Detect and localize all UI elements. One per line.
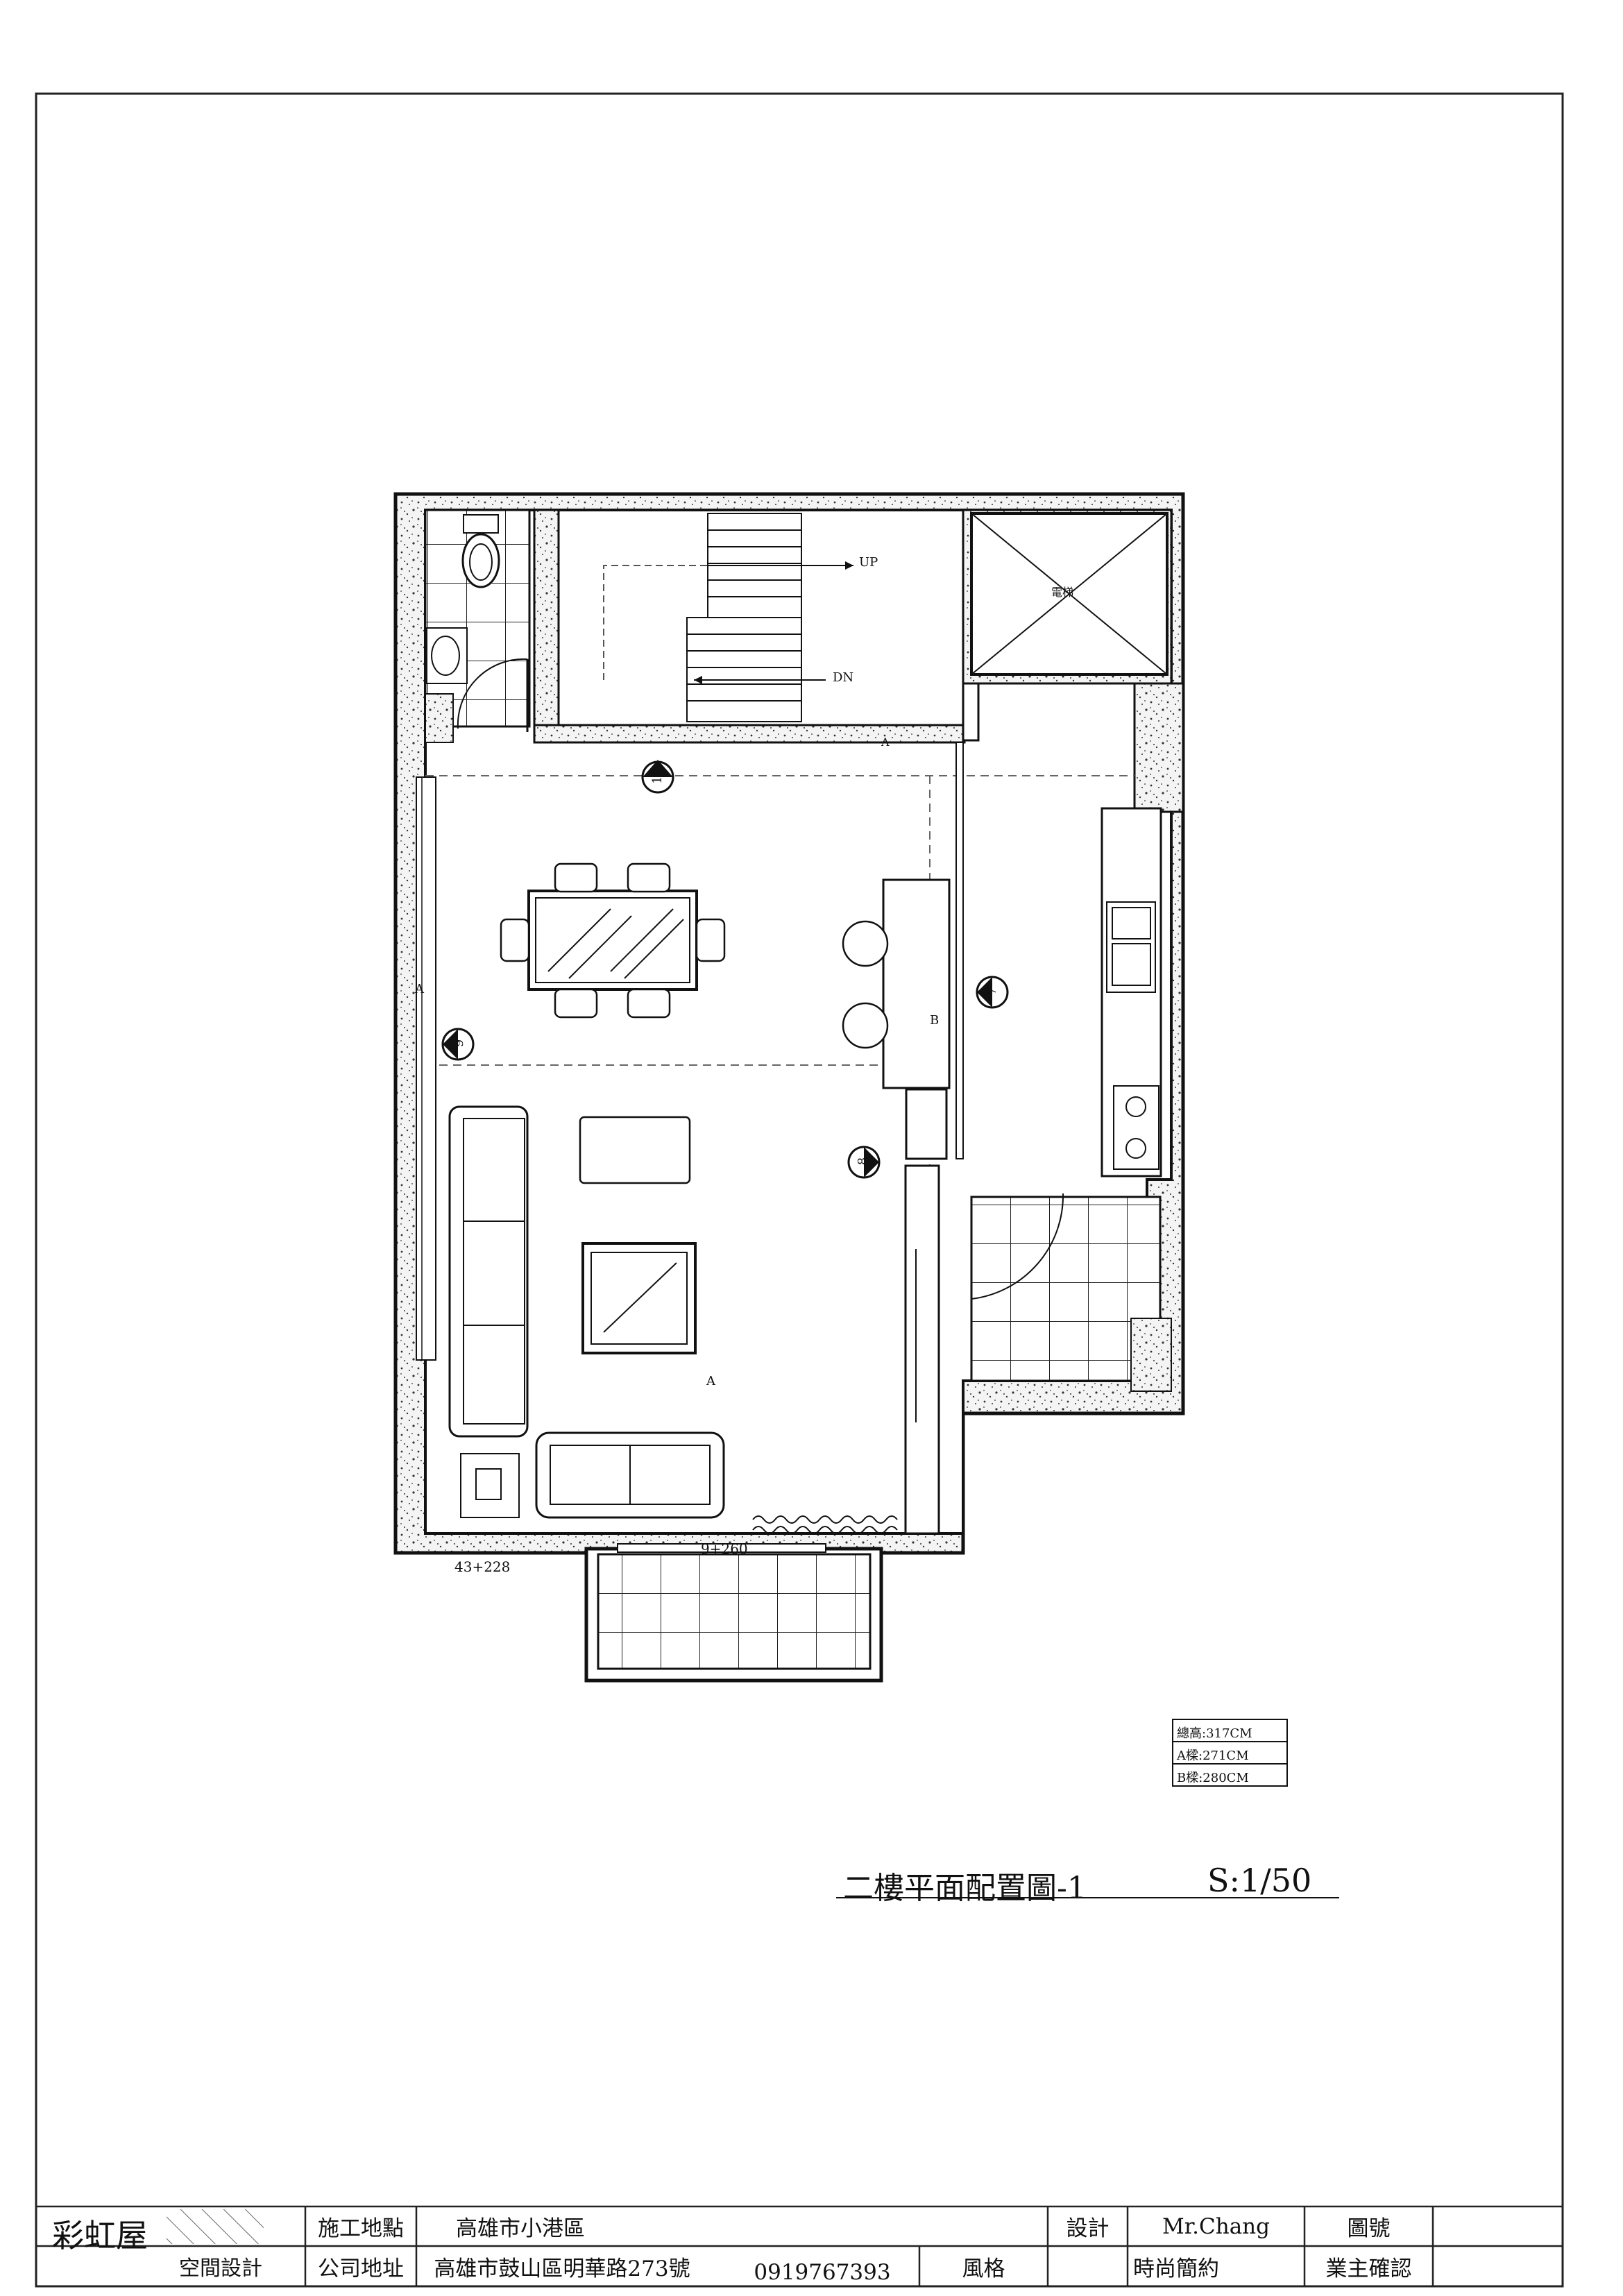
elevator-shaft xyxy=(962,509,1173,742)
dining-set xyxy=(500,862,726,1019)
designer-label: 設計 xyxy=(1066,2216,1110,2241)
site-value: 高雄市小港區 xyxy=(456,2216,585,2241)
bar-counter xyxy=(842,878,951,1160)
stair-core xyxy=(533,509,966,744)
elevation-number-9: 9 xyxy=(452,1039,467,1048)
drawing-scale: S:1/50 xyxy=(1207,1862,1312,1899)
kitchen-counter xyxy=(1101,807,1162,1177)
kitchen-wall xyxy=(1133,682,1184,813)
elevation-number-8: 8 xyxy=(856,1157,871,1166)
legend-beam-b: B樑:280CM xyxy=(1177,1771,1249,1785)
window-size-center: 9+260 xyxy=(701,1540,748,1557)
company-name: 彩虹屋 xyxy=(52,2217,148,2254)
elevation-number-7: 7 xyxy=(985,987,1000,996)
drawing-number-label: 圖號 xyxy=(1347,2216,1391,2241)
owner-confirm-label: 業主確認 xyxy=(1325,2256,1412,2281)
legend-beam-a: A樑:271CM xyxy=(1177,1749,1249,1763)
elevation-marker-9 xyxy=(441,1028,475,1061)
stair-down-label: DN xyxy=(833,670,854,685)
partition-a-left-label: A xyxy=(415,982,424,996)
stair-up-label: UP xyxy=(859,555,878,570)
style-label: 風格 xyxy=(962,2256,1005,2281)
partition-b-label: B xyxy=(930,1013,940,1028)
designer-value: Mr.Chang xyxy=(1162,2213,1270,2239)
legend-table xyxy=(1172,1719,1288,1787)
elevation-marker-10 xyxy=(641,760,674,794)
address-label: 公司地址 xyxy=(318,2256,404,2281)
drawing-title: 二樓平面配置圖-1 xyxy=(843,1871,1087,1906)
left-window xyxy=(416,776,436,1361)
partition-a-center-label: A xyxy=(706,1374,715,1388)
phone-number: 0919767393 xyxy=(754,2260,891,2285)
restroom xyxy=(424,509,531,743)
site-label: 施工地點 xyxy=(318,2216,404,2241)
side-balcony xyxy=(970,1193,1172,1392)
elevation-marker-7 xyxy=(976,976,1009,1009)
living-furniture xyxy=(448,1105,940,1535)
window-size-left: 43+228 xyxy=(454,1558,511,1575)
legend-total-height: 總高:317CM xyxy=(1177,1726,1252,1741)
elevation-number-10: 10 xyxy=(649,768,665,784)
title-block-grid xyxy=(35,2205,1564,2288)
style-value: 時尚簡約 xyxy=(1133,2256,1219,2281)
elevator-label: 電梯 xyxy=(1051,586,1074,599)
partition-a-hall-label: A xyxy=(881,735,890,749)
elevation-marker-8 xyxy=(847,1146,881,1179)
logo-hatch xyxy=(167,2209,264,2244)
front-balcony xyxy=(584,1543,883,1683)
company-subtitle: 空間設計 xyxy=(179,2256,262,2281)
sliding-partition xyxy=(955,742,964,1159)
address-value: 高雄市鼓山區明華路273號 xyxy=(434,2256,690,2281)
